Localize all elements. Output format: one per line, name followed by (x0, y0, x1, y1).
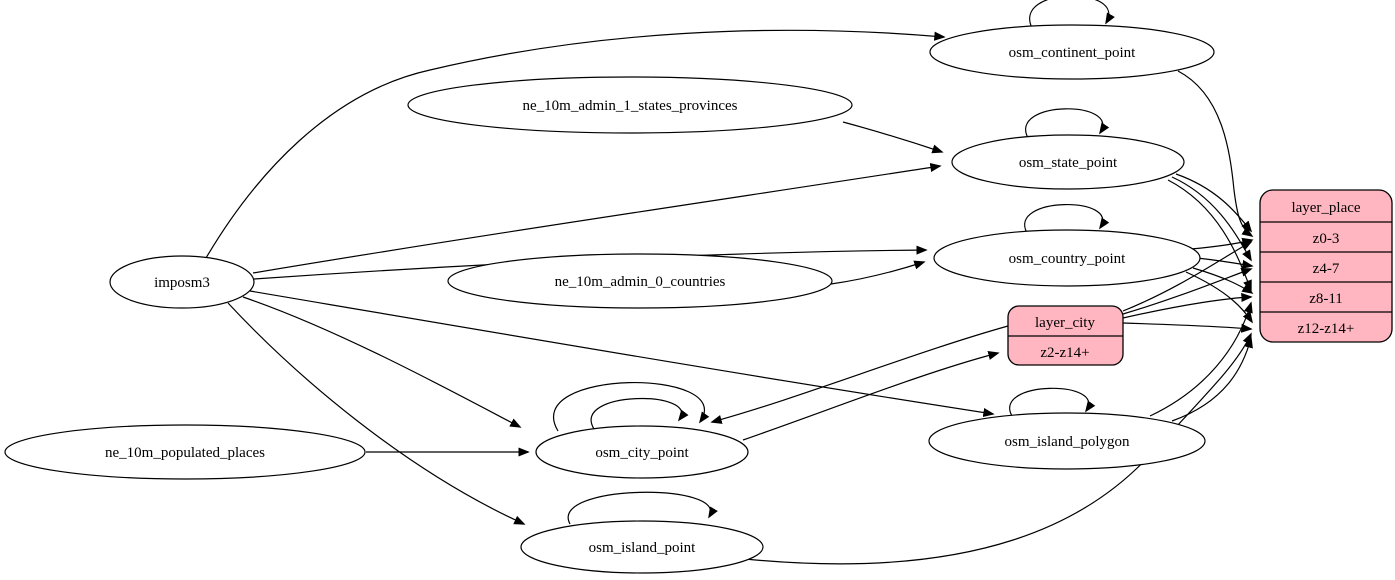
edge-layer_city-layer_place-z4-7 (1122, 267, 1253, 315)
edge-layer_city-layer_place-z12-z14 (1122, 322, 1253, 333)
node-osm_continent_point-label: osm_continent_point (1009, 45, 1136, 61)
layer_place-row-z12-z14: z12-z14+ (1298, 321, 1355, 337)
node-osm_country_point-label: osm_country_point (1009, 251, 1126, 267)
edge-self-osm_island_point (567, 491, 718, 525)
node-ne_10m_populated_places-label: ne_10m_populated_places (105, 445, 265, 461)
node-osm_continent_point: osm_continent_point (929, 24, 1215, 80)
edge-osm_state_point-layer_place-z8-11 (1167, 179, 1252, 292)
layer_place-row-z0-3: z0-3 (1313, 231, 1340, 247)
layer_city-title: layer_city (1035, 315, 1095, 331)
node-osm_island_polygon-label: osm_island_polygon (1004, 434, 1130, 450)
node-osm_continent_point-shape (929, 24, 1215, 80)
layer_place-row-z8-11: z8-11 (1309, 291, 1343, 307)
node-ne_10m_admin_0_countries-shape (447, 253, 833, 309)
node-imposm3-label: imposm3 (154, 275, 210, 291)
node-osm_country_point-shape (933, 229, 1201, 287)
layer_place-row-z4-7: z4-7 (1313, 261, 1340, 277)
edge-osm_island_polygon-layer_place-z12-z14 (1171, 336, 1253, 422)
edge-imposm3-osm_state_point (252, 162, 942, 274)
node-layer_city: layer_city z2-z14+ (1007, 305, 1124, 366)
edge-imposm3-osm_city_point (242, 296, 522, 428)
node-osm_city_point-shape (535, 425, 749, 479)
node-ne_10m_admin_1_states_provinces-shape (407, 76, 853, 134)
edge-imposm3-osm_island_polygon (249, 290, 995, 418)
node-osm_island_polygon-shape (928, 412, 1206, 470)
edge-ne_10m_admin_0_countries-osm_country_point (830, 260, 926, 285)
edge-osm_state_point-layer_place-z0-3 (1175, 173, 1253, 233)
edge-osm_continent_point-layer_place-z0-3 (1177, 70, 1254, 237)
node-osm_city_point-label: osm_city_point (595, 445, 689, 461)
node-osm_country_point: osm_country_point (933, 229, 1201, 287)
node-osm_state_point-shape (951, 134, 1185, 190)
node-layer_place: layer_place z0-3 z4-7 z8-11 z12-z14+ (1259, 189, 1393, 343)
node-ne_10m_admin_1_states_provinces: ne_10m_admin_1_states_provinces (407, 76, 853, 134)
node-osm_island_polygon: osm_island_polygon (928, 412, 1206, 470)
edge-osm_city_point-layer_city (742, 351, 1000, 441)
edge-self-osm_city_point-outer (553, 381, 710, 432)
node-ne_10m_admin_0_countries-label: ne_10m_admin_0_countries (555, 274, 726, 290)
node-osm_state_point-label: osm_state_point (1019, 155, 1118, 171)
edge-self-osm_country_point (1024, 204, 1110, 234)
node-ne_10m_populated_places-shape (4, 424, 366, 480)
node-osm_city_point: osm_city_point (535, 425, 749, 479)
layer_city-row-z2-z14: z2-z14+ (1040, 345, 1089, 361)
edge-imposm3-osm_continent_point (205, 29, 946, 259)
edge-self-osm_state_point (1025, 108, 1110, 139)
edge-osm_country_point-layer_place-z4-7 (1196, 257, 1254, 269)
node-osm_island_point: osm_island_point (520, 520, 764, 574)
node-imposm3-shape (109, 255, 255, 309)
edge-osm_country_point-layer_place-z0-3 (1190, 237, 1254, 250)
node-ne_10m_admin_1_states_provinces-label: ne_10m_admin_1_states_provinces (523, 98, 738, 114)
node-ne_10m_admin_0_countries: ne_10m_admin_0_countries (447, 253, 833, 309)
node-osm_island_point-label: osm_island_point (589, 540, 697, 556)
edge-layer_city-layer_place-z8-11 (1122, 292, 1253, 319)
edge-osm_country_point-layer_place-z12-z14 (1185, 271, 1253, 324)
edge-osm_island_polygon-layer_place-z8-11 (1149, 301, 1253, 417)
edge-imposm3-osm_island_point (227, 302, 526, 525)
edge-osm_state_point-layer_place-z4-7 (1171, 176, 1252, 262)
edge-self-osm_continent_point (1029, 0, 1115, 29)
node-layer_place-shape (1259, 189, 1393, 343)
edge-osm_island_point-layer_place-z12-z14 (744, 332, 1252, 565)
node-imposm3: imposm3 (109, 255, 255, 309)
node-ne_10m_populated_places: ne_10m_populated_places (4, 424, 366, 480)
edge-ne_10m_admin_1_states_provinces-osm_state_point (842, 121, 944, 154)
edge-self-osm_island_polygon (1009, 387, 1096, 417)
node-osm_state_point: osm_state_point (951, 134, 1185, 190)
node-osm_island_point-shape (520, 520, 764, 574)
edge-group (205, 0, 1254, 565)
edge-self-osm_city_point-inner (590, 397, 689, 430)
layer_place-title: layer_place (1291, 200, 1360, 216)
edge-layer_city-osm_city_point (710, 325, 1009, 424)
edge-layer_city-layer_place-z0-3 (1122, 241, 1253, 312)
